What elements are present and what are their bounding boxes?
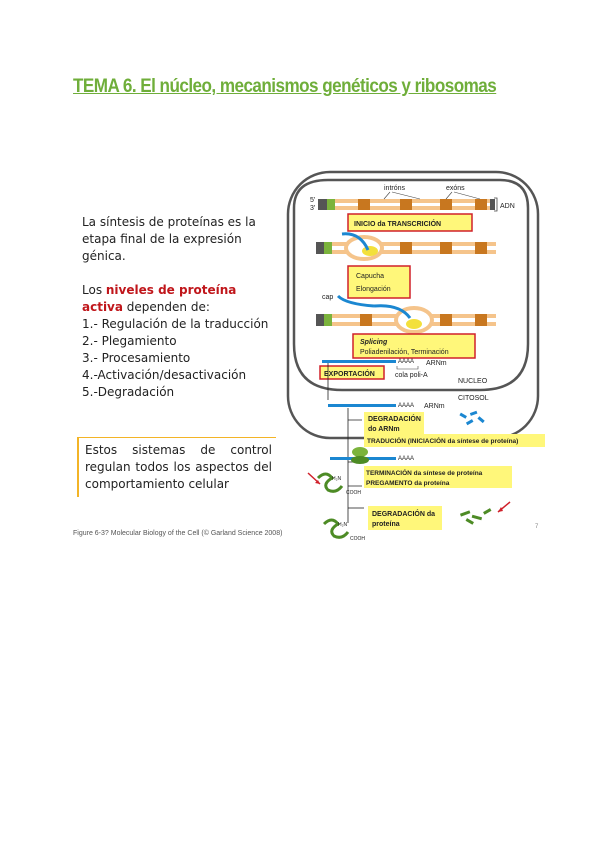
exons-label: exóns: [446, 185, 465, 192]
terminacion-box: [364, 466, 512, 488]
cell-membrane: [286, 170, 540, 440]
mrna-cytosol: [328, 404, 396, 407]
levels-heading: Los niveles de proteína activa dependen …: [82, 282, 272, 316]
degradacion-arnm-label: DEGRADACIÓN: [368, 414, 421, 423]
folded-protein-2: H₂N COOH: [322, 518, 365, 542]
protein-fragments: [459, 508, 492, 525]
splicing-box: [352, 333, 476, 359]
degradacion-arnm-label-2: do ARNm: [368, 426, 400, 433]
list-item: 1.- Regulación de la traducción: [82, 317, 269, 331]
cola-label: cola poli-A: [395, 372, 428, 379]
adn-label: ADN: [500, 203, 515, 210]
levels-highlight: niveles de proteína activa: [82, 283, 237, 314]
inicio-label: INICIO da TRANSCRICIÓN: [354, 219, 441, 228]
aaaa-label-2: AAAA: [398, 403, 414, 409]
ribosome: [352, 447, 368, 457]
citosol-label: CITOSOL: [458, 395, 489, 402]
cap-label: cap: [322, 294, 333, 301]
introns-label: intróns: [384, 185, 406, 192]
aaaa-label-1: AAAA: [398, 359, 414, 365]
slide-number: 7: [535, 524, 539, 530]
levels-list: 1.- Regulación de la traducción 2.- Pleg…: [82, 316, 272, 401]
h2n-label-1: H₂N: [332, 476, 342, 482]
traducion-box: [364, 434, 545, 447]
intro-paragraph: La síntesis de proteínas es la etapa fin…: [82, 215, 256, 263]
elongacion-label: Elongación: [356, 286, 391, 293]
capucha-box: [347, 265, 411, 299]
levels-suffix: dependen de:: [122, 300, 210, 314]
list-item: 5.-Degradación: [82, 385, 175, 399]
exportacion-label: EXPORTACIÓN: [324, 369, 375, 378]
cooh-label-1: COOH: [346, 490, 361, 496]
poliadenilacion-label: Poliadenilación, Terminación: [360, 349, 449, 356]
terminacion-label: TERMINACIÓN da síntese de proteína: [366, 468, 483, 477]
nucleo-label: NUCLEO: [458, 378, 488, 385]
levels-prefix: Los: [82, 283, 106, 297]
list-item: 4.-Activación/desactivación: [82, 368, 247, 382]
degradacion-proteina-label-2: proteína: [372, 521, 400, 528]
mrna-fragments: [459, 410, 485, 426]
gene-expression-diagram: 5' 3' intróns exóns ADN INICIO da TRANSC…: [286, 170, 545, 542]
inicio-box: [347, 213, 473, 232]
capucha-label: Capucha: [356, 273, 384, 280]
h2n-label-2: H₂N: [338, 522, 348, 528]
pregamento-label: PREGAMENTO da proteína: [366, 480, 450, 487]
elongation-strand: cap: [316, 294, 496, 334]
degradacion-proteina-label: DEGRADACIÓN da: [372, 509, 435, 518]
exportacion-box: [319, 365, 385, 380]
arnm-label-2: ARNm: [424, 403, 445, 410]
page-title: TEMA 6. El núcleo, mecanismos genéticos …: [73, 76, 497, 97]
aaaa-label-3: AAAA: [398, 456, 414, 462]
three-prime-label: 3': [310, 205, 315, 212]
nuclear-membrane: [292, 178, 530, 392]
figure-caption: Figure 6-3? Molecular Biology of the Cel…: [73, 530, 283, 537]
levels-paragraph: Los niveles de proteína activa dependen …: [82, 282, 272, 401]
degradacion-arnm-box: [364, 412, 424, 434]
note-box: Estos sistemas de control regulan todos …: [77, 437, 276, 497]
transcription-bubble: [316, 232, 496, 261]
cooh-label-2: COOH: [350, 536, 365, 542]
splicing-label: Splicing: [360, 339, 388, 346]
five-prime-label: 5': [310, 197, 315, 204]
list-item: 3.- Procesamiento: [82, 351, 191, 365]
dna-strand: 5' 3' intróns exóns ADN: [310, 185, 515, 212]
arnm-label-1: ARNm: [426, 360, 447, 367]
degradacion-proteina-box: [368, 506, 442, 530]
traducion-label: TRADUCIÓN (INICIACIÓN da síntese de prot…: [367, 436, 518, 445]
folded-protein: H₂N COOH: [316, 472, 361, 496]
list-item: 2.- Plegamiento: [82, 334, 177, 348]
mrna-nucleus: AAAA ARNm cola poli-A: [322, 359, 447, 379]
